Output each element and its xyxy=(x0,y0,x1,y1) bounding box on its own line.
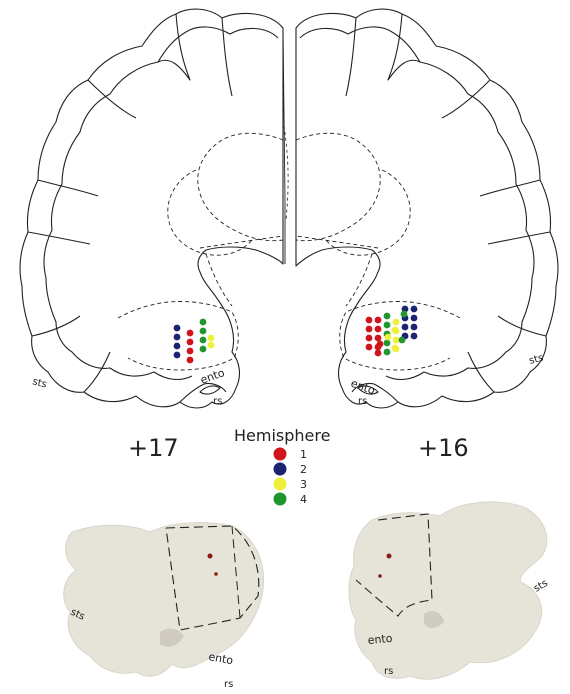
recording-site xyxy=(174,343,181,350)
left-rs-label: rs xyxy=(213,396,222,407)
left-sulcus-fold-4 xyxy=(38,180,98,196)
left-striatum xyxy=(168,170,252,255)
recording-site xyxy=(411,324,418,331)
left-internal-capsule xyxy=(206,254,232,306)
right-photo-ento-label: ento xyxy=(367,632,393,647)
right-recording-sites xyxy=(366,306,418,357)
legend-label-4: 4 xyxy=(300,493,307,506)
right-sulcus-fold-5 xyxy=(488,232,550,244)
recording-site xyxy=(187,339,194,346)
recording-site xyxy=(399,337,406,344)
right-sulcus-fold-7 xyxy=(468,352,494,392)
recording-site xyxy=(402,324,409,331)
right-sulcus-fold-2 xyxy=(346,18,356,96)
recording-site xyxy=(200,346,207,353)
left-sulcus-fold-3 xyxy=(88,80,136,118)
recording-site xyxy=(392,345,399,352)
recording-site xyxy=(375,317,382,324)
recording-site xyxy=(187,357,194,364)
right-section-label: +16 xyxy=(418,434,469,462)
recording-site xyxy=(375,335,382,342)
legend-swatch-2 xyxy=(274,463,287,476)
recording-site xyxy=(174,352,181,359)
left-lesion-1 xyxy=(208,554,213,559)
left-sulcus-fold-2 xyxy=(222,18,232,96)
left-sulcus-fold-1 xyxy=(158,14,190,80)
right-commissure xyxy=(296,236,378,248)
left-section-label: +17 xyxy=(128,434,179,462)
right-ventricle xyxy=(296,133,380,240)
recording-site xyxy=(174,325,181,332)
recording-site xyxy=(384,313,391,320)
recording-site xyxy=(366,335,373,342)
left-tissue-photo: sts ento rs xyxy=(64,523,264,690)
recording-site xyxy=(393,337,400,344)
right-tissue-photo: sts ento rs xyxy=(349,502,550,679)
right-ento-label: ento xyxy=(349,377,377,398)
right-sulcus-fold-4 xyxy=(480,180,540,196)
right-sts-label: sts xyxy=(528,353,545,367)
hemisphere-legend: Hemisphere 1 2 3 4 xyxy=(234,426,330,506)
legend-title: Hemisphere xyxy=(234,426,330,445)
right-photo-rs-label: rs xyxy=(384,666,393,677)
right-tissue-section xyxy=(349,502,547,679)
recording-site xyxy=(385,334,392,341)
right-lesion-2 xyxy=(378,574,382,578)
recording-site xyxy=(384,340,391,347)
recording-site xyxy=(208,335,215,342)
recording-site xyxy=(208,342,215,349)
recording-site xyxy=(366,344,373,351)
recording-site xyxy=(411,333,418,340)
right-hemisphere-outline xyxy=(296,9,558,408)
recording-site xyxy=(200,328,207,335)
recording-site xyxy=(200,337,207,344)
left-photo-rs-label: rs xyxy=(224,679,233,690)
right-striatum xyxy=(326,170,410,255)
recording-site xyxy=(384,349,391,356)
legend-swatch-4 xyxy=(274,493,287,506)
recording-site xyxy=(377,341,384,348)
left-sulcus-fold-5 xyxy=(28,232,90,244)
left-sts-label: sts xyxy=(31,376,48,390)
right-amygdala-boundary xyxy=(340,301,460,370)
recording-site xyxy=(393,319,400,326)
recording-site xyxy=(375,326,382,333)
schematic-sections xyxy=(20,9,558,408)
left-sulcus-fold-7 xyxy=(84,352,110,392)
left-cortex-inner xyxy=(44,27,278,380)
left-commissure xyxy=(200,236,283,248)
recording-site xyxy=(187,330,194,337)
recording-site xyxy=(174,334,181,341)
recording-site xyxy=(401,311,408,318)
legend-swatch-1 xyxy=(274,448,287,461)
recording-site xyxy=(200,319,207,326)
right-internal-capsule xyxy=(346,254,372,306)
legend-label-3: 3 xyxy=(300,478,307,491)
recording-site xyxy=(187,348,194,355)
right-lesion-1 xyxy=(387,554,392,559)
left-lesion-2 xyxy=(214,572,218,576)
recording-site xyxy=(384,322,391,329)
recording-site xyxy=(411,315,418,322)
midline-dashed xyxy=(283,120,288,220)
left-ventricle xyxy=(198,133,283,240)
recording-site xyxy=(366,326,373,333)
right-sulcus-fold-1 xyxy=(388,14,420,80)
recording-site xyxy=(366,317,373,324)
recording-site xyxy=(392,327,399,334)
right-rs-label: rs xyxy=(358,396,367,407)
legend-swatch-3 xyxy=(274,478,287,491)
left-photo-ento-label: ento xyxy=(207,650,234,667)
recording-site xyxy=(411,306,418,313)
legend-label-2: 2 xyxy=(300,463,307,476)
recording-site xyxy=(375,350,382,357)
left-rhinal-fold xyxy=(200,386,220,394)
left-hemisphere-outline xyxy=(20,9,283,408)
right-sulcus-fold-3 xyxy=(442,80,490,118)
legend-label-1: 1 xyxy=(300,448,307,461)
left-recording-sites xyxy=(174,319,215,364)
